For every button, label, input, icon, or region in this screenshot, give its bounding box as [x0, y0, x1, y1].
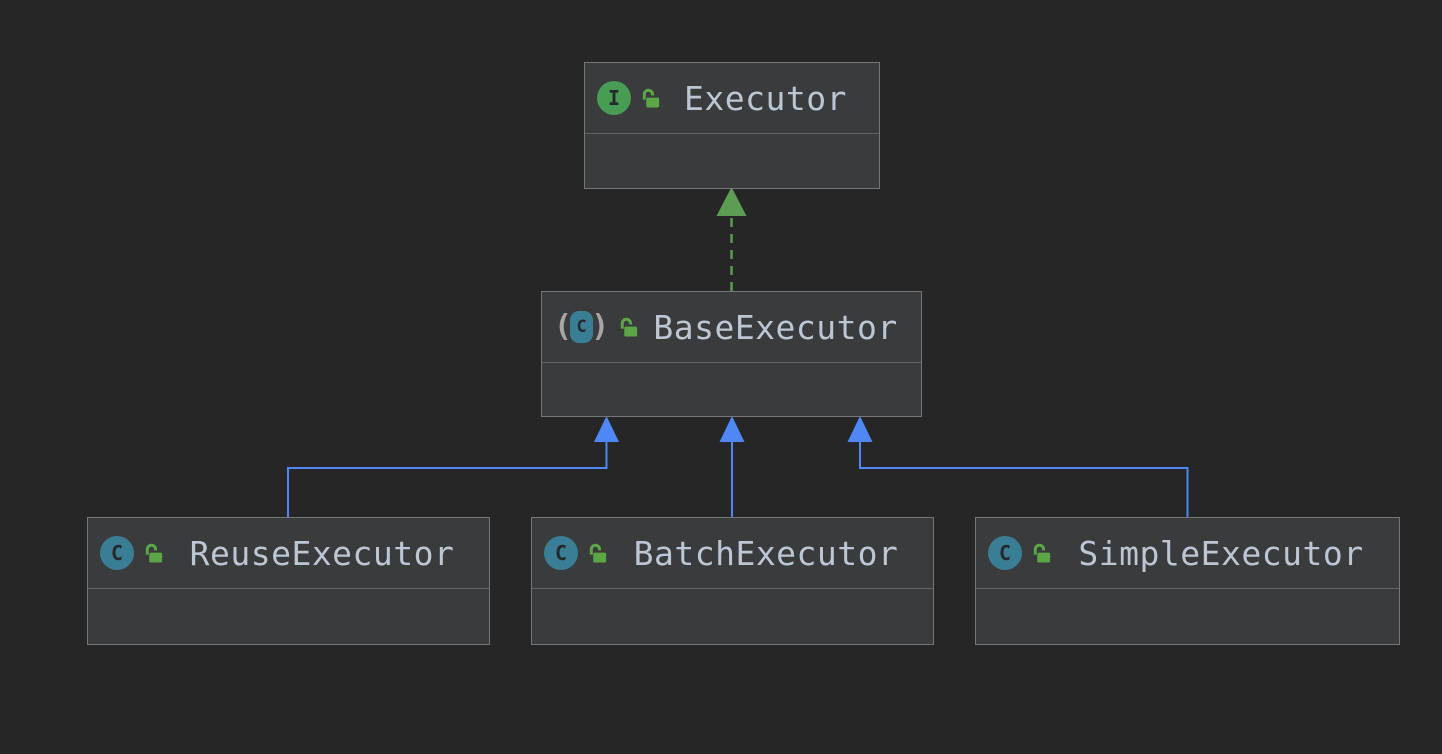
class-node-simple-executor[interactable]: C SimpleExecutor [975, 517, 1400, 645]
inheritance-edge-line [859, 441, 1189, 517]
public-open-lock-icon [586, 542, 609, 565]
node-header: C SimpleExecutor [976, 518, 1399, 589]
inheritance-edge-simple-to-base[interactable] [847, 416, 1189, 517]
public-open-lock-icon [639, 87, 662, 110]
class-node-batch-executor[interactable]: C BatchExecutor [531, 517, 934, 645]
node-label: BatchExecutor [633, 533, 899, 573]
inheritance-edge-batch-to-base[interactable] [719, 416, 745, 517]
class-node-reuse-executor[interactable]: C ReuseExecutor [87, 517, 490, 645]
node-label: BaseExecutor [653, 307, 898, 347]
node-header: ( C ) BaseExecutor [542, 292, 921, 363]
class-icon: C [100, 536, 134, 570]
inheritance-arrowhead-icon [847, 416, 873, 442]
node-header: I Executor [585, 63, 879, 134]
inheritance-edge-reuse-to-base[interactable] [287, 416, 619, 517]
abstract-class-icon: ( C ) [554, 309, 610, 344]
class-node-executor[interactable]: I Executor [584, 62, 880, 189]
public-open-lock-icon [617, 316, 640, 339]
node-header: C BatchExecutor [532, 518, 933, 589]
class-node-base-executor[interactable]: ( C ) BaseExecutor [541, 291, 922, 417]
class-icon: C [544, 536, 578, 570]
node-label: ReuseExecutor [189, 533, 455, 573]
public-open-lock-icon [1030, 542, 1053, 565]
node-members-section [976, 589, 1399, 644]
node-header: C ReuseExecutor [88, 518, 489, 589]
realization-arrowhead-icon [716, 187, 747, 216]
node-members-section [532, 589, 933, 644]
node-label: Executor [684, 78, 847, 118]
node-members-section [88, 589, 489, 644]
class-icon: C [988, 536, 1022, 570]
inheritance-arrowhead-icon [719, 416, 745, 442]
interface-icon: I [597, 81, 631, 115]
inheritance-arrowhead-icon [594, 416, 619, 442]
node-label: SimpleExecutor [1078, 533, 1364, 573]
node-members-section [585, 134, 879, 188]
public-open-lock-icon [142, 542, 165, 565]
node-members-section [542, 363, 921, 416]
realization-edge-base-to-executor[interactable] [716, 187, 747, 291]
inheritance-edge-line [287, 441, 608, 517]
